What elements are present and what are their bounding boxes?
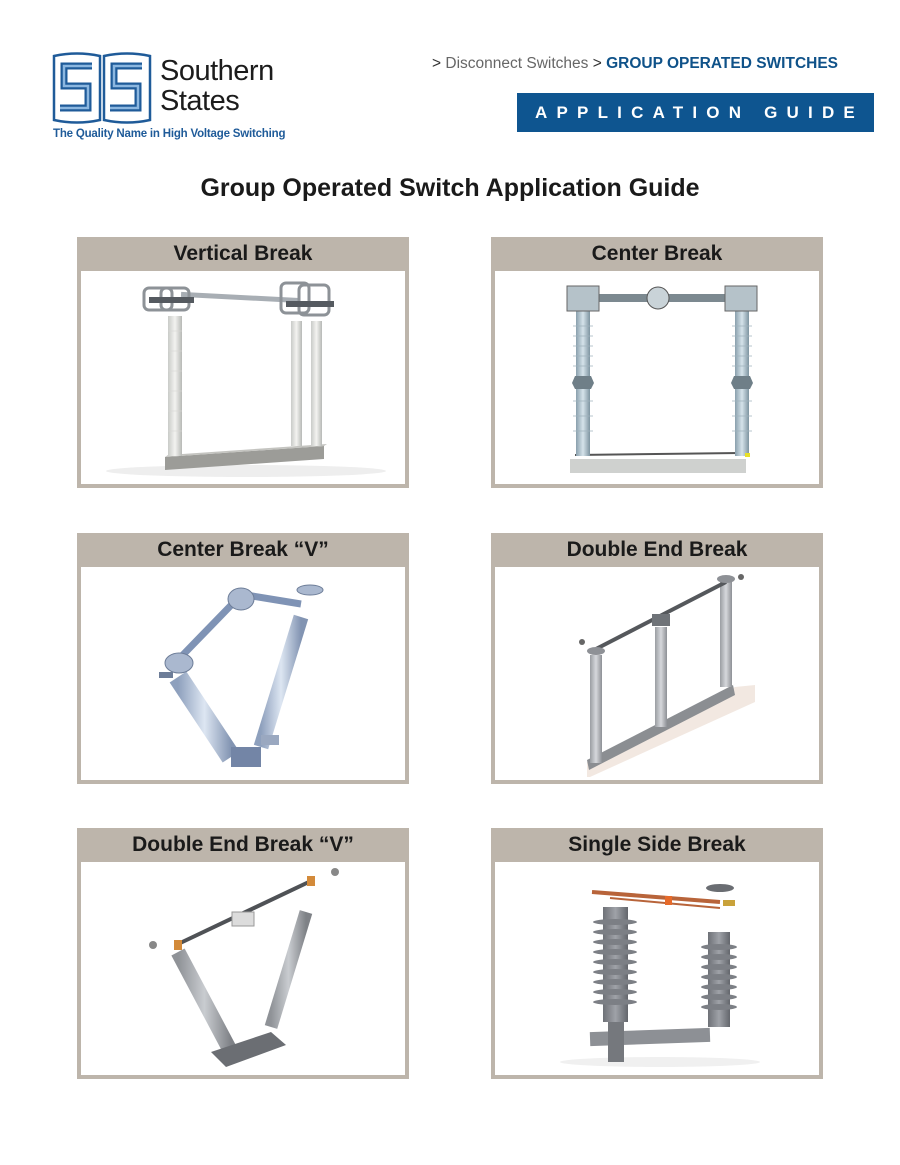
card-title: Double End Break “V” [132, 833, 354, 856]
vertical-break-switch-illustration [106, 281, 386, 477]
breadcrumb-current-group-operated-switches: GROUP OPERATED SWITCHES [606, 55, 839, 72]
single-side-break-switch-illustration [560, 884, 760, 1067]
vertical-break-switch-image [81, 271, 405, 484]
single-side-break-switch-image [495, 862, 819, 1075]
ss-logo-icon [52, 52, 152, 124]
center-break-v-switch-image [81, 567, 405, 780]
card-title: Vertical Break [173, 242, 313, 265]
double-end-break-switch-image [495, 567, 819, 780]
logo-wordmark: Southern States [160, 56, 274, 116]
card-single-side-break[interactable]: Single Side Break [491, 828, 823, 1079]
logo-tagline: The Quality Name in High Voltage Switchi… [53, 128, 286, 140]
double-end-break-v-switch-image [81, 862, 405, 1075]
card-double-end-break-v[interactable]: Double End Break “V” [77, 828, 409, 1079]
center-break-switch-image [495, 271, 819, 484]
double-end-break-v-switch-illustration [149, 868, 339, 1067]
breadcrumb: > Disconnect Switches > GROUP OPERATED S… [432, 55, 838, 73]
card-double-end-break[interactable]: Double End Break [491, 533, 823, 784]
card-title: Single Side Break [568, 833, 746, 856]
breadcrumb-disconnect-switches[interactable]: Disconnect Switches [445, 55, 589, 72]
card-center-break[interactable]: Center Break [491, 237, 823, 488]
breadcrumb-separator: > [592, 55, 602, 72]
card-title: Center Break [591, 242, 723, 265]
page-title: Group Operated Switch Application Guide [200, 174, 700, 202]
center-break-switch-illustration [566, 285, 758, 473]
application-guide-banner: APPLICATION GUIDE [517, 93, 874, 132]
logo-name-line1: Southern [160, 55, 274, 87]
card-title: Center Break “V” [157, 538, 329, 561]
card-vertical-break[interactable]: Vertical Break [77, 237, 409, 488]
center-break-v-switch-illustration [159, 584, 324, 767]
card-title: Double End Break [566, 538, 748, 561]
card-center-break-v[interactable]: Center Break “V” [77, 533, 409, 784]
double-end-break-switch-illustration [579, 574, 755, 777]
logo-name-line2: States [160, 85, 240, 117]
southern-states-logo[interactable]: Southern States The Quality Name in High… [52, 50, 292, 145]
breadcrumb-separator: > [432, 55, 442, 72]
